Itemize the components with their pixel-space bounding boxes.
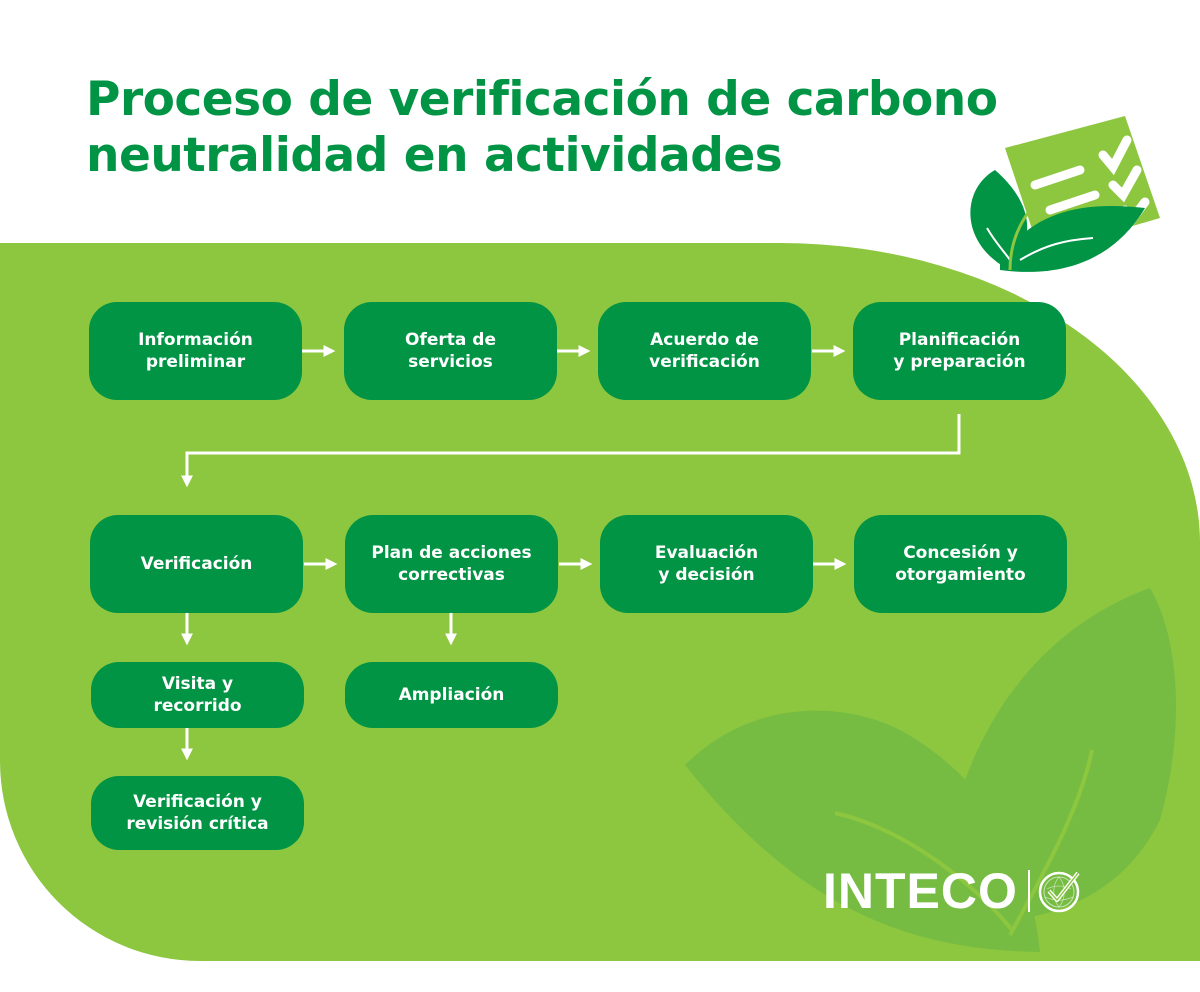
globe-check-icon — [1038, 871, 1080, 913]
arrow-down-connector-icon — [181, 414, 961, 488]
step-concesion-y-otorgamiento: Concesión y otorgamiento — [854, 515, 1067, 613]
step-verificacion-y-revision-critica: Verificación y revisión crítica — [91, 776, 304, 850]
inteco-logo: INTECO — [823, 862, 1082, 920]
step-evaluacion-y-decision: Evaluación y decisión — [600, 515, 813, 613]
page-title: Proceso de verificación de carbono neutr… — [86, 72, 998, 183]
step-informacion-preliminar: Información preliminar — [89, 302, 302, 400]
step-verificacion: Verificación — [90, 515, 303, 613]
checklist-leaves-icon — [970, 116, 1160, 272]
step-acuerdo-de-verificacion: Acuerdo de verificación — [598, 302, 811, 400]
step-plan-de-acciones-correctivas: Plan de acciones correctivas — [345, 515, 558, 613]
logo-text: INTECO — [823, 863, 1018, 919]
step-planificacion-y-preparacion: Planificación y preparación — [853, 302, 1066, 400]
step-ampliacion: Ampliación — [345, 662, 558, 728]
logo-divider — [1027, 870, 1030, 912]
leaves-watermark-icon — [685, 588, 1177, 952]
step-visita-y-recorrido: Visita y recorrido — [91, 662, 304, 728]
step-oferta-de-servicios: Oferta de servicios — [344, 302, 557, 400]
